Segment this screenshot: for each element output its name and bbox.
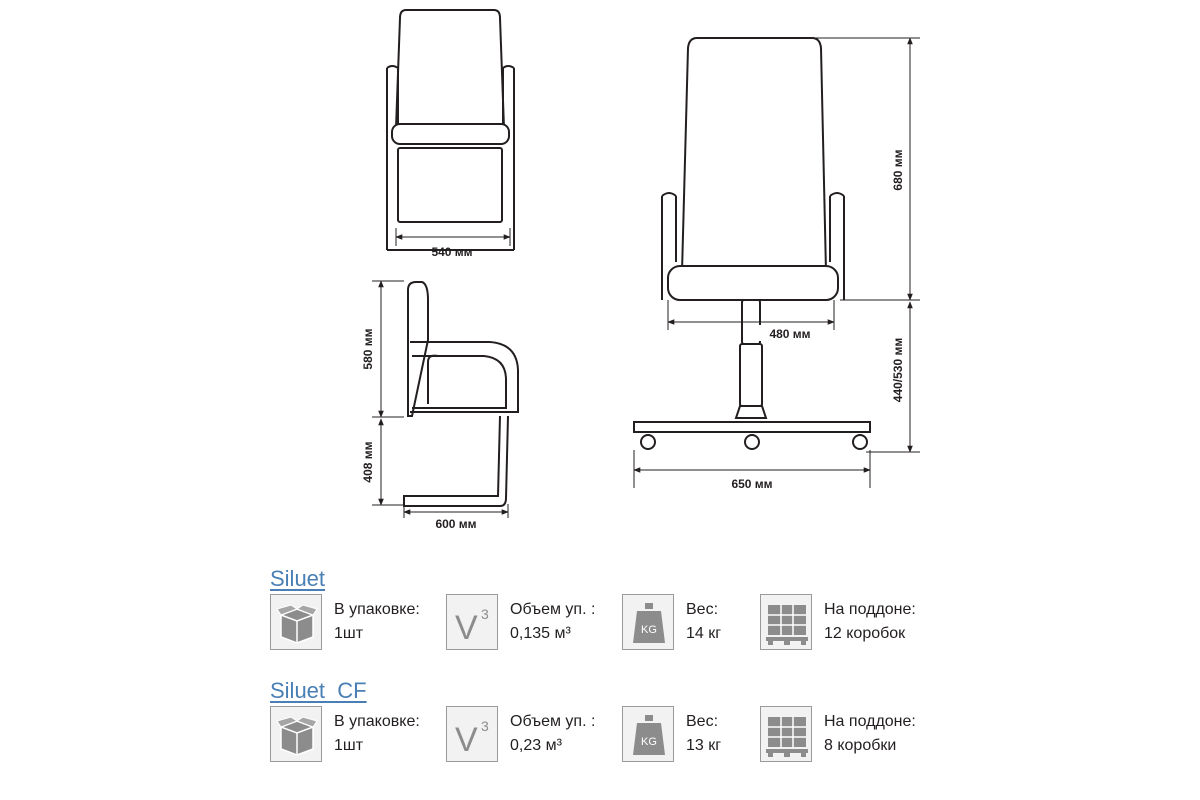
side-seat-height-dimension: 408 мм [361, 418, 404, 506]
weight-glyph: KG [641, 624, 657, 636]
pallet-value: 12 коробок [824, 625, 906, 642]
pallet-value: 8 коробки [824, 737, 897, 754]
chair-dimension-drawing: 540 мм 580 мм 408 мм 600 мм [361, 9, 920, 531]
volume-sup: 3 [481, 606, 489, 622]
volume-label: Объем уп. : [510, 601, 596, 618]
volume-value: 0,23 м³ [510, 737, 562, 754]
weight-label: Вес: [686, 601, 719, 618]
pallet-icon [760, 706, 812, 762]
package-value: 1шт [334, 737, 364, 754]
side-seat-height-label: 408 мм [361, 441, 375, 482]
weight-icon: KG [622, 594, 674, 650]
side-depth-label: 600 мм [435, 517, 476, 531]
side-depth-dimension: 600 мм [403, 504, 509, 531]
swivel-chair-view [633, 37, 871, 450]
seat-width-label: 480 мм [769, 327, 810, 341]
box-icon [270, 594, 322, 650]
front-view [386, 9, 515, 251]
side-height-dimension: 580 мм [361, 280, 404, 418]
volume-glyph: V [455, 609, 478, 647]
volume-label: Объем уп. : [510, 713, 596, 730]
product-title[interactable]: Siluet_CF [270, 678, 367, 703]
pallet-icon [760, 594, 812, 650]
weight-label: Вес: [686, 713, 719, 730]
weight-value: 13 кг [686, 737, 722, 754]
weight-glyph: KG [641, 736, 657, 748]
package-label: В упаковке: [334, 713, 420, 730]
seat-height-range-label: 440/530 мм [891, 338, 905, 403]
weight-icon: KG [622, 706, 674, 762]
box-icon [270, 706, 322, 762]
volume-glyph: V [455, 721, 478, 759]
base-diameter-label: 650 мм [731, 477, 772, 491]
pallet-label: На поддоне: [824, 601, 916, 618]
package-label: В упаковке: [334, 601, 420, 618]
front-width-dimension: 540 мм [395, 228, 511, 259]
base-diameter-dimension: 650 мм [633, 450, 871, 491]
side-height-label: 580 мм [361, 328, 375, 369]
back-height-label: 680 мм [891, 149, 905, 190]
volume-sup: 3 [481, 718, 489, 734]
side-view [403, 281, 519, 507]
seat-height-range-dimension: 440/530 мм [866, 301, 920, 453]
product-title[interactable]: Siluet [270, 566, 326, 591]
package-value: 1шт [334, 625, 364, 642]
seat-width-dimension: 480 мм [667, 300, 835, 341]
volume-value: 0,135 м³ [510, 625, 571, 642]
pallet-label: На поддоне: [824, 713, 916, 730]
front-width-label: 540 мм [431, 245, 472, 259]
back-height-dimension: 680 мм [780, 37, 920, 301]
weight-value: 14 кг [686, 625, 722, 642]
